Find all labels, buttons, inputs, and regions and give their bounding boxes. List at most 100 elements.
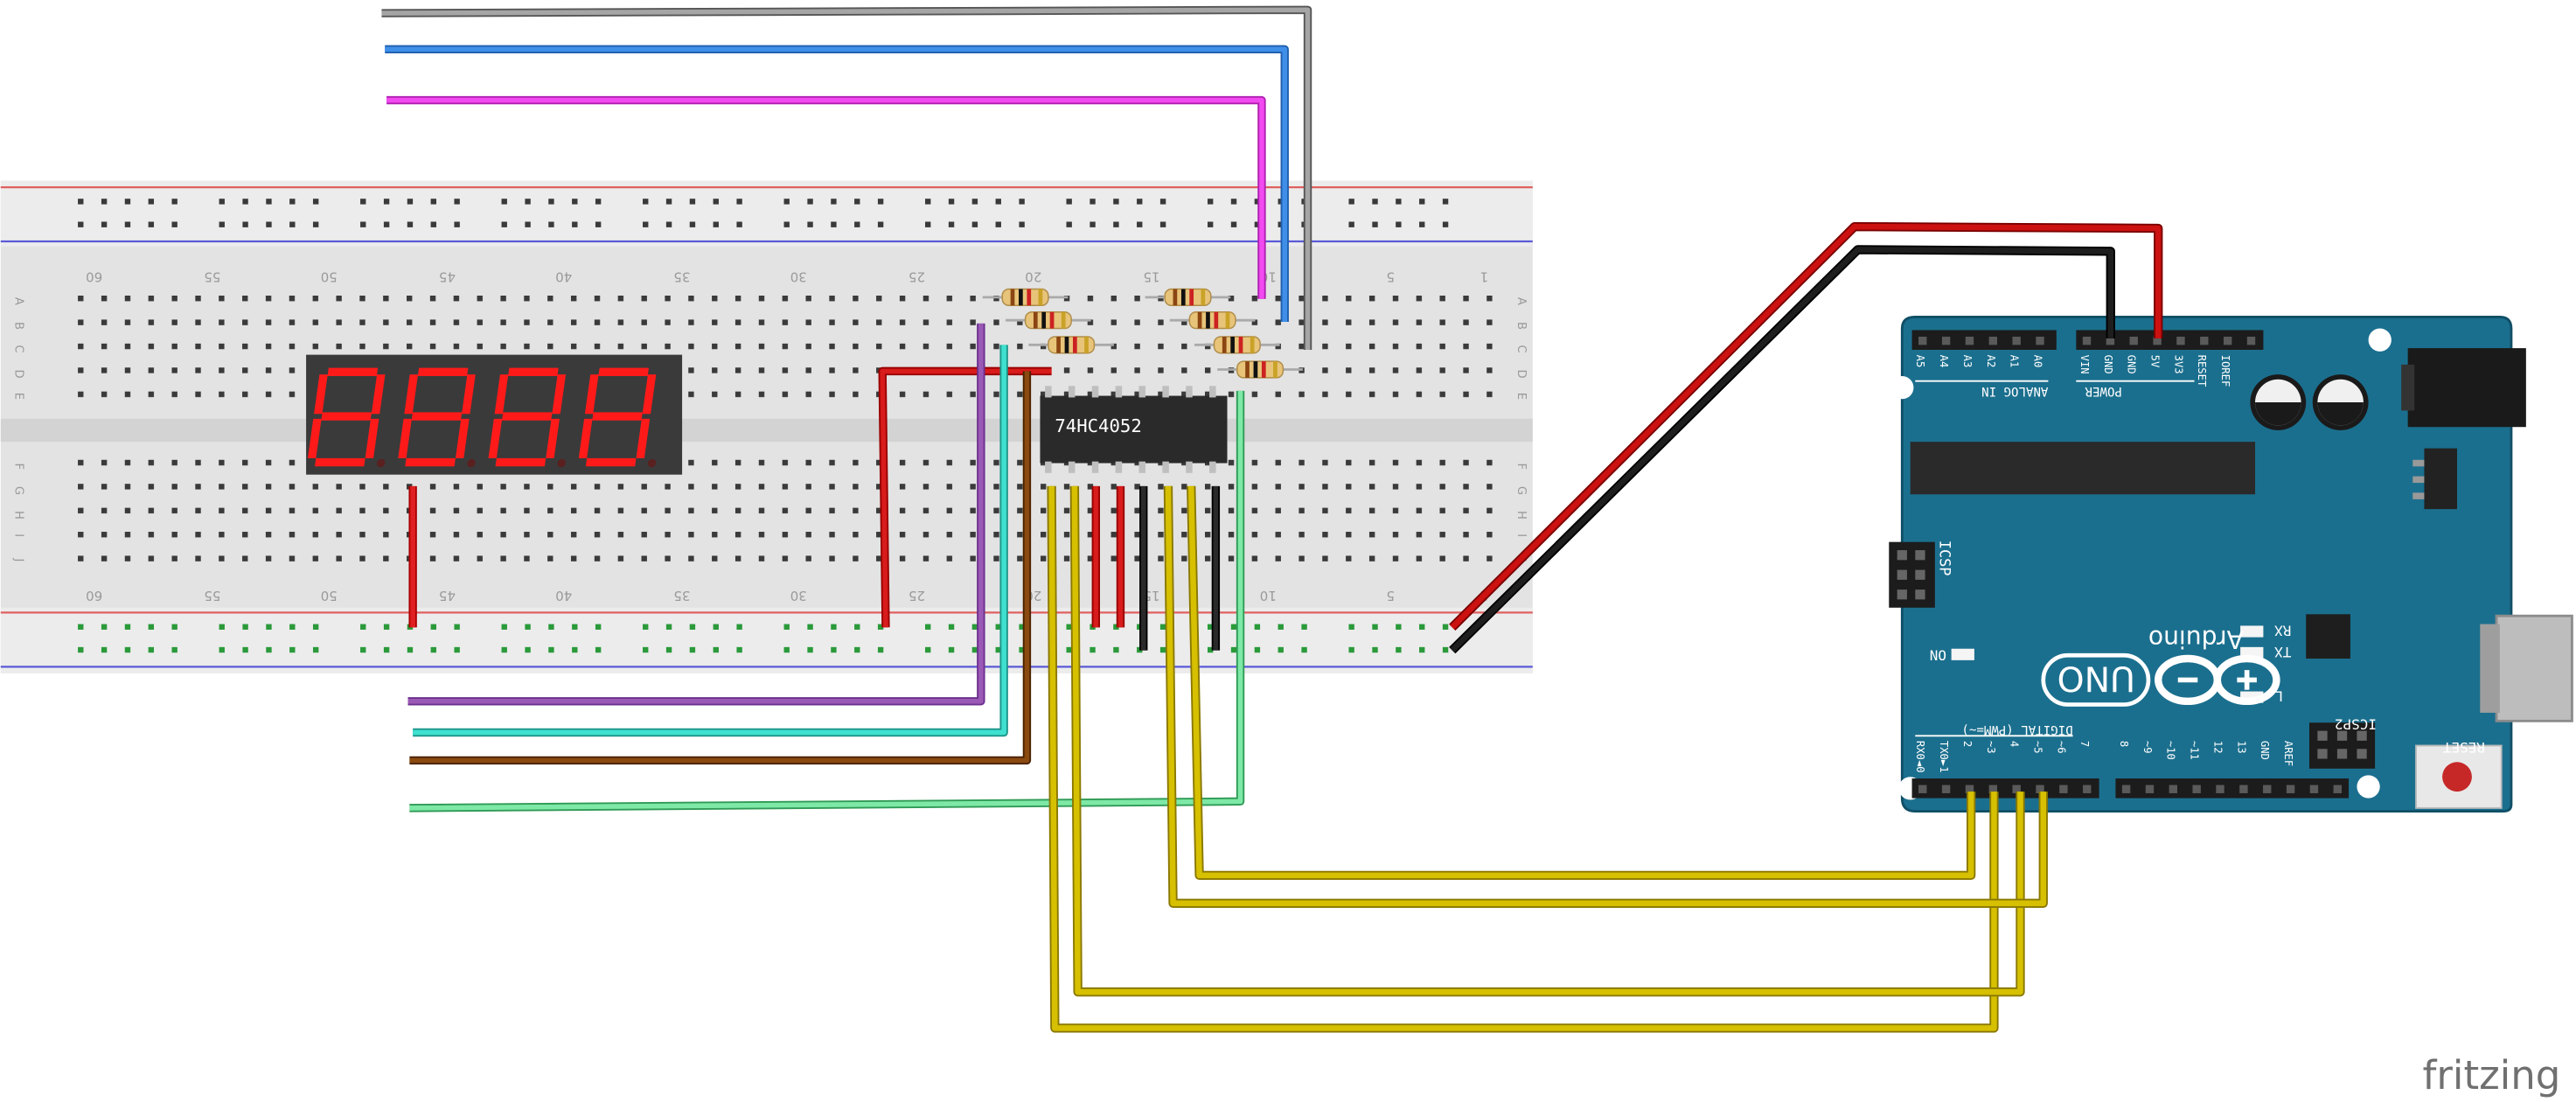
rail-hole bbox=[1348, 199, 1354, 205]
wire-green[interactable] bbox=[409, 390, 1243, 811]
rail-hole bbox=[1159, 646, 1166, 653]
resistor-band bbox=[1189, 289, 1194, 306]
wire-magenta[interactable] bbox=[386, 97, 1264, 299]
row-letter: C bbox=[12, 345, 25, 352]
row-letter: B bbox=[12, 322, 25, 330]
wire-gray[interactable] bbox=[381, 7, 1311, 350]
rail-hole bbox=[1419, 624, 1425, 630]
icsp-header bbox=[1889, 541, 1935, 608]
digit-segment bbox=[578, 418, 593, 458]
row-letter: E bbox=[1514, 393, 1528, 400]
power-pin-label: GND bbox=[2102, 355, 2114, 374]
header-socket bbox=[2216, 785, 2224, 793]
rail-hole bbox=[1442, 624, 1449, 630]
rail-hole bbox=[1442, 221, 1449, 227]
power-pin-label: VIN bbox=[2078, 355, 2091, 374]
column-number: 35 bbox=[673, 269, 690, 285]
decimal-point bbox=[376, 458, 386, 468]
rail-hole bbox=[572, 221, 578, 227]
rail-hole bbox=[831, 221, 837, 227]
rail-hole bbox=[548, 624, 554, 630]
rail-hole bbox=[572, 624, 578, 630]
power-pin-label: IOREF bbox=[2219, 355, 2231, 387]
on-label: ON bbox=[1930, 647, 1946, 664]
column-number: 45 bbox=[439, 588, 456, 603]
rail-hole bbox=[689, 199, 696, 205]
rail-hole bbox=[1113, 199, 1119, 205]
rail-hole bbox=[736, 199, 742, 205]
rail-hole bbox=[689, 221, 696, 227]
rail-hole bbox=[1230, 624, 1237, 630]
column-number: 40 bbox=[555, 269, 572, 285]
wire-yellow-4[interactable] bbox=[1187, 485, 1974, 879]
mount-hole-4 bbox=[2357, 775, 2380, 799]
rail-hole bbox=[1207, 199, 1214, 205]
header-socket bbox=[2263, 785, 2272, 793]
reset-button-cap[interactable] bbox=[2442, 762, 2472, 792]
rail-hole bbox=[1348, 646, 1354, 653]
resistor-band bbox=[1214, 311, 1219, 329]
wire-red-jumper[interactable] bbox=[880, 368, 1052, 628]
usb-connector bbox=[2495, 614, 2573, 722]
rail-hole bbox=[124, 221, 131, 227]
rail-hole bbox=[1372, 199, 1378, 205]
rail-hole bbox=[948, 221, 955, 227]
rail-hole bbox=[1419, 221, 1425, 227]
rail-hole bbox=[219, 199, 225, 205]
rail-hole bbox=[101, 199, 108, 205]
rail-hole bbox=[925, 646, 931, 653]
wire-yellow-3[interactable] bbox=[1165, 485, 2047, 907]
resistor bbox=[1217, 360, 1303, 379]
regulator-pin-3 bbox=[2412, 492, 2425, 499]
resistor-band bbox=[1038, 289, 1043, 306]
resistor-band bbox=[1273, 361, 1278, 378]
header-socket bbox=[2223, 336, 2232, 345]
resistors bbox=[982, 288, 1303, 379]
capacitor-2-mark bbox=[2317, 402, 2364, 426]
rail-hole bbox=[501, 221, 507, 227]
rail-hole bbox=[219, 221, 225, 227]
resistor-band bbox=[1206, 311, 1210, 329]
digit-segment bbox=[327, 367, 379, 377]
rail-hole bbox=[995, 646, 1001, 653]
icsp-label: ICSP bbox=[1936, 541, 1953, 576]
bottom-terminal-holes bbox=[76, 457, 1505, 577]
rail-hole bbox=[454, 221, 460, 227]
resistor bbox=[982, 288, 1069, 307]
rail-hole bbox=[1230, 646, 1237, 653]
l-label: L bbox=[2274, 688, 2283, 705]
wire-blue[interactable] bbox=[385, 46, 1288, 323]
wire-purple[interactable] bbox=[407, 323, 984, 704]
digit-segment bbox=[398, 418, 412, 458]
decimal-point bbox=[647, 458, 657, 468]
wire-5v[interactable] bbox=[1450, 223, 2162, 630]
rail-hole bbox=[383, 624, 390, 630]
resistor-band bbox=[1245, 361, 1250, 378]
row-letter: H bbox=[1514, 511, 1528, 520]
wire-brown[interactable] bbox=[409, 371, 1030, 764]
dc-power-jack bbox=[2407, 348, 2526, 428]
capacitor-1-mark bbox=[2255, 402, 2301, 426]
column-number: 50 bbox=[321, 588, 338, 603]
rail-hole bbox=[1254, 199, 1261, 205]
wire-yellow-2[interactable] bbox=[1071, 485, 2023, 995]
rail-hole bbox=[995, 221, 1001, 227]
rail-hole bbox=[925, 221, 931, 227]
rail-hole bbox=[595, 199, 602, 205]
rail-hole bbox=[736, 646, 742, 653]
rail-hole bbox=[454, 646, 460, 653]
rail-hole bbox=[1159, 221, 1166, 227]
row-letter: D bbox=[12, 370, 25, 379]
wire-yellow-1[interactable] bbox=[1048, 485, 1997, 1031]
rail-hole bbox=[925, 199, 931, 205]
rail-hole bbox=[595, 646, 602, 653]
rail-hole bbox=[1230, 221, 1237, 227]
wire-teal[interactable] bbox=[413, 345, 1006, 736]
ic-pin bbox=[1138, 461, 1146, 473]
digit-segment bbox=[321, 412, 372, 421]
digit-segment bbox=[508, 367, 559, 377]
header-socket bbox=[2129, 336, 2138, 345]
wire-gnd[interactable] bbox=[1450, 247, 2114, 652]
icsp2-label: ICSP2 bbox=[2335, 715, 2377, 732]
